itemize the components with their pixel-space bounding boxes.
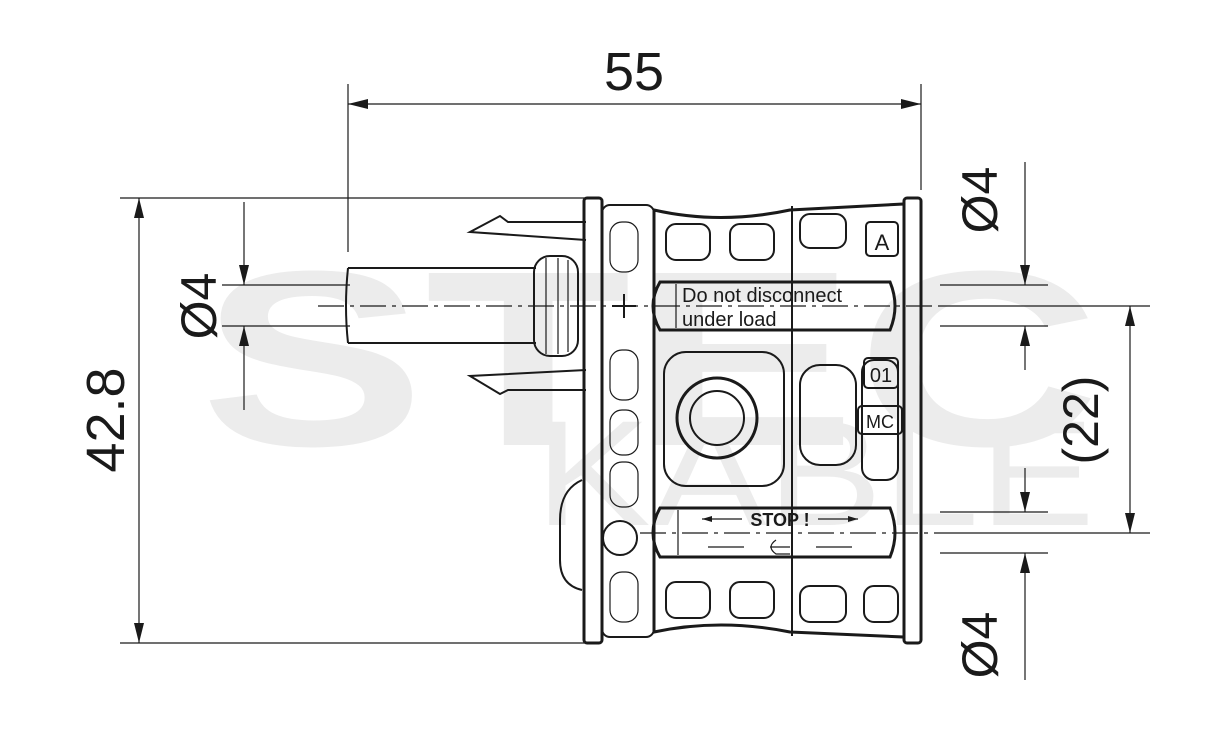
socket-hole	[602, 520, 638, 556]
pin-diameter-value: Ø4	[171, 273, 227, 340]
lightning-symbol	[708, 539, 852, 555]
socket-bottom-diameter-dimension: Ø4	[940, 468, 1048, 680]
badge-mc-frame	[857, 405, 903, 435]
pin-diameter-dimension: Ø4	[171, 202, 350, 410]
badge-a-frame	[865, 221, 899, 257]
pitch-value: (22)	[1053, 376, 1109, 465]
stop-label: STOP !	[750, 510, 809, 530]
center-lock-ring	[675, 376, 759, 460]
watermark-line2: KABLE	[535, 389, 1095, 557]
warning-line1: Do not disconnect	[682, 285, 843, 307]
height-value: 42.8	[76, 367, 136, 472]
socket-top-diameter-value: Ø4	[952, 167, 1008, 234]
badge-mc: MC	[866, 412, 894, 432]
width-dimension: 55	[347, 42, 922, 252]
side-bump	[559, 479, 583, 591]
height-dimension: 42.8	[76, 197, 590, 644]
watermark: STEC KABLE	[200, 219, 1100, 557]
badge-a: A	[875, 230, 890, 255]
warning-bar	[651, 280, 897, 332]
watermark-line1: STEC	[200, 219, 1100, 498]
badge-01-frame	[863, 357, 899, 389]
pitch-dimension: (22)	[940, 305, 1150, 534]
socket-top-diameter-dimension: Ø4	[940, 162, 1048, 370]
badge-01: 01	[870, 365, 892, 387]
latch-hook-bottom	[466, 369, 587, 396]
body-outline	[652, 202, 906, 639]
socket-bottom-diameter-value: Ø4	[952, 612, 1008, 679]
width-value: 55	[604, 42, 664, 102]
contact-pin	[345, 267, 536, 344]
stop-bar	[651, 506, 897, 559]
plus-symbol	[612, 294, 636, 318]
warning-line2: under load	[682, 309, 777, 331]
center-slot	[799, 364, 857, 466]
latch-hook-top	[466, 214, 587, 241]
connector-body: A 01 MC Do not disconnect under load STO…	[345, 196, 923, 645]
pin-collar	[533, 255, 579, 357]
